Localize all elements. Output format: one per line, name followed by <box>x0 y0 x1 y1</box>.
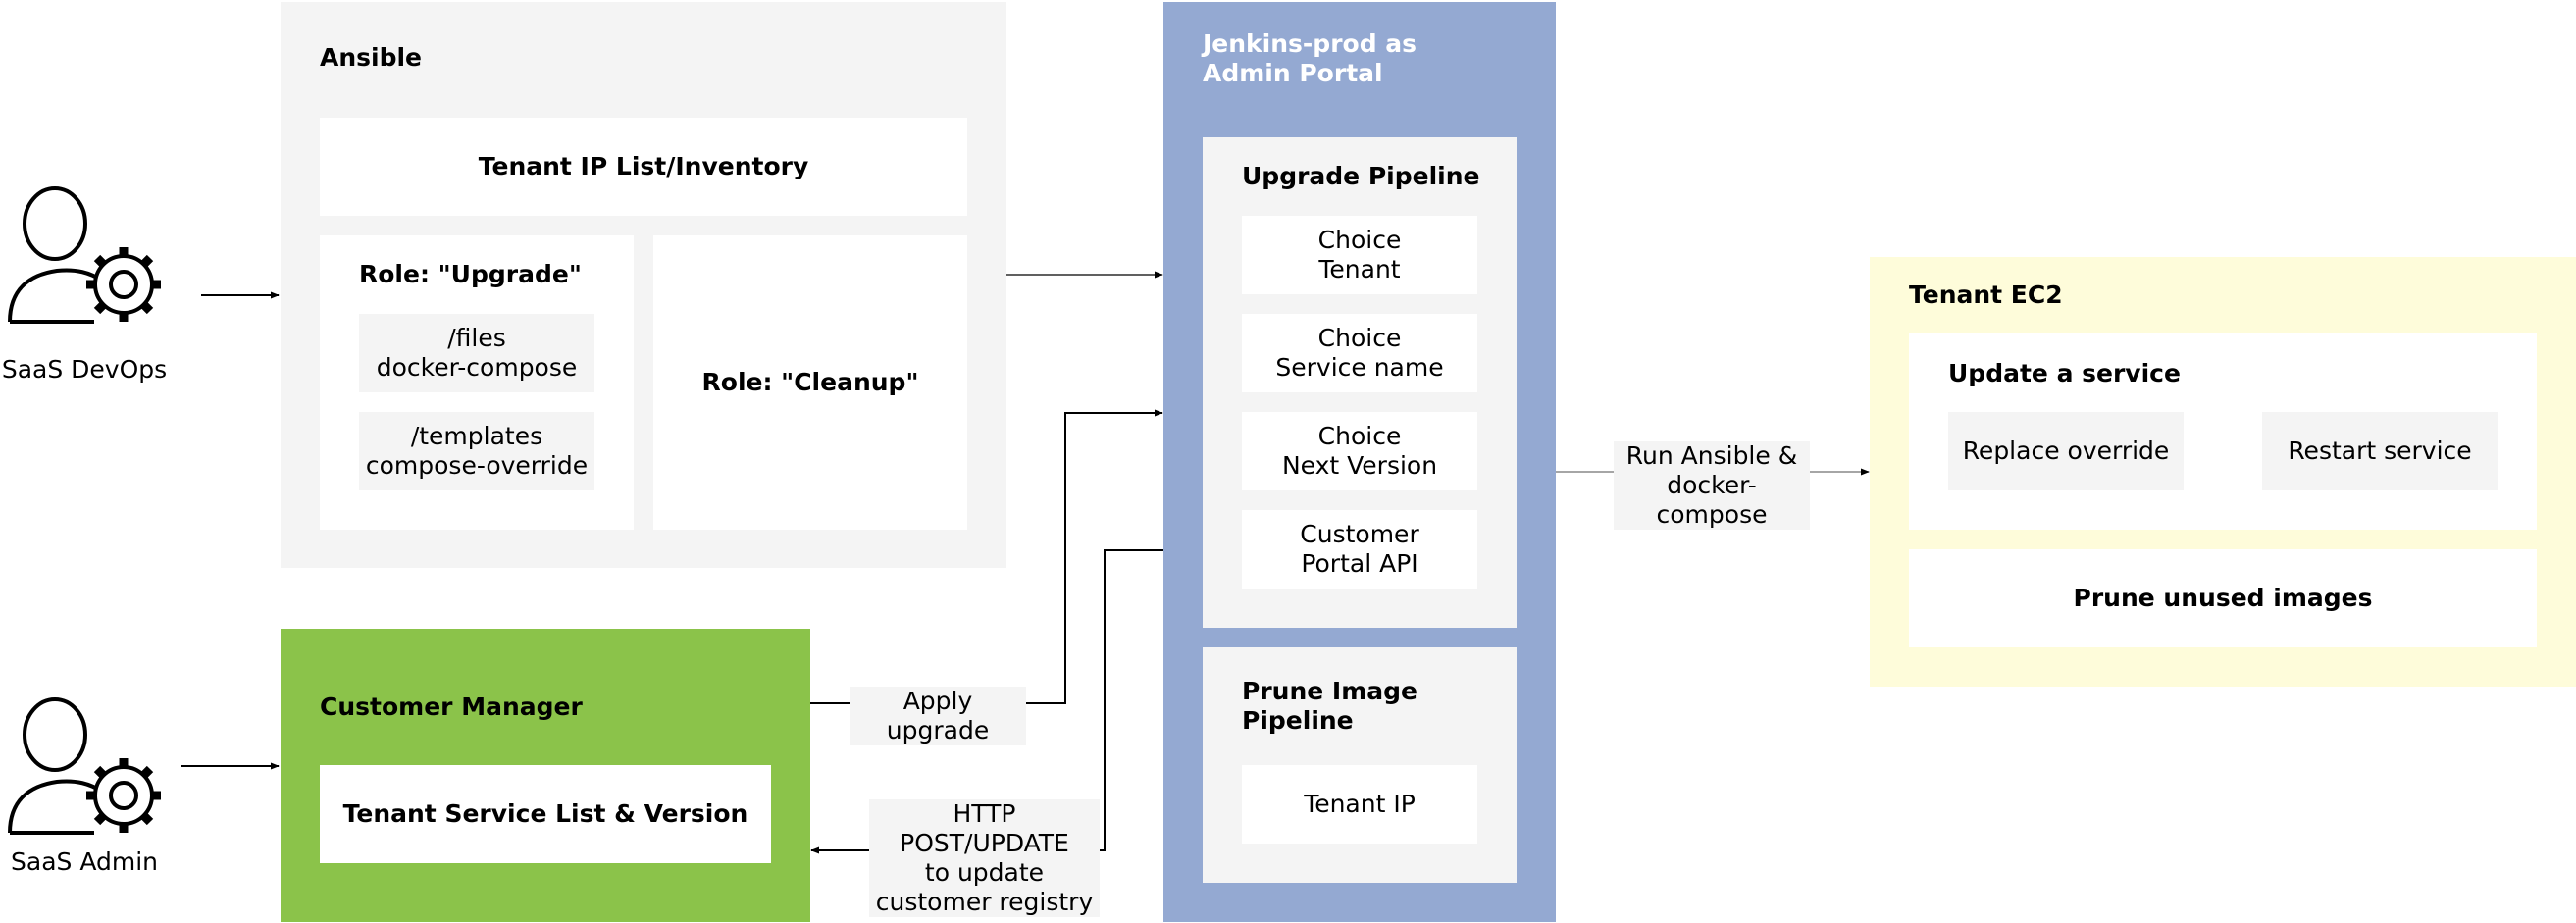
devops-label: SaaS DevOps <box>1 355 168 384</box>
user-gear-icon <box>8 697 161 835</box>
tenant-ip: Tenant IP <box>1242 765 1477 844</box>
role-upgrade-title: Role: "Upgrade" <box>359 260 582 288</box>
choice-next-version: Choice Next Version <box>1242 412 1477 490</box>
tenant-ip-inventory: Tenant IP List/Inventory <box>320 118 967 216</box>
admin-actor: SaaS Admin <box>0 697 169 894</box>
role-cleanup-box: Role: "Cleanup" <box>653 235 967 530</box>
prune-pipeline-title: Prune Image Pipeline <box>1242 677 1417 735</box>
run-ansible-label: Run Ansible & docker-compose <box>1614 441 1810 530</box>
apply-upgrade-label: Apply upgrade <box>850 687 1026 745</box>
templates-compose-override: /templates compose-override <box>359 412 594 490</box>
customer-portal-api: Customer Portal API <box>1242 510 1477 589</box>
tenant-ec2-title: Tenant EC2 <box>1909 281 2063 309</box>
customer-manager-title: Customer Manager <box>320 692 583 721</box>
jenkins-title: Jenkins-prod as Admin Portal <box>1203 29 1417 87</box>
upgrade-pipeline-title: Upgrade Pipeline <box>1242 162 1480 190</box>
files-docker-compose: /files docker-compose <box>359 314 594 392</box>
http-post-label: HTTP POST/UPDATE to update customer regi… <box>869 799 1100 917</box>
devops-actor: SaaS DevOps <box>0 186 169 392</box>
update-service-title: Update a service <box>1948 359 2181 387</box>
prune-unused-images: Prune unused images <box>1909 549 2537 647</box>
replace-override: Replace override <box>1948 412 2184 490</box>
user-gear-icon <box>8 186 161 324</box>
choice-service-name: Choice Service name <box>1242 314 1477 392</box>
admin-label: SaaS Admin <box>11 847 158 876</box>
ansible-title: Ansible <box>320 43 423 72</box>
choice-tenant: Choice Tenant <box>1242 216 1477 294</box>
tenant-service-list: Tenant Service List & Version <box>320 765 771 863</box>
restart-service: Restart service <box>2262 412 2498 490</box>
